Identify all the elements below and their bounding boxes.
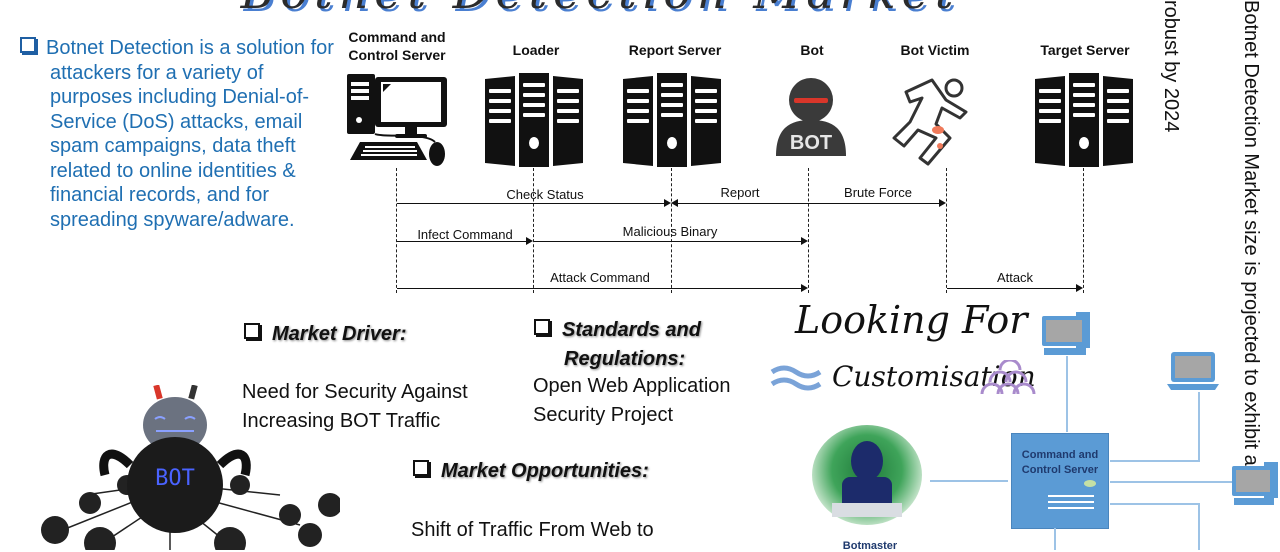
standards-line1: Open Web Application	[533, 375, 731, 397]
node-label-cc-server: Command and Control Server	[348, 29, 446, 63]
network-link-botmaster	[930, 480, 1008, 482]
flow-arrow-infect-command	[397, 237, 533, 245]
node-label-loader: Loader	[512, 42, 560, 58]
robot-bot-text: BOT	[155, 466, 195, 491]
intro-bullet: Botnet Detection is a solution for attac…	[20, 36, 340, 232]
flow-arrow-brute-force	[808, 199, 946, 207]
lifeline-bot	[808, 168, 809, 293]
lifeline-target-server	[1083, 168, 1084, 293]
node-label-bot: Bot	[800, 42, 824, 58]
server-rack-icon-report	[623, 73, 721, 167]
flow-label-report: Report	[720, 185, 760, 200]
lifeline-report-server	[671, 168, 672, 293]
network-cc-label: Command and Control Server	[1012, 448, 1108, 478]
market-driver-heading-text: Market Driver:	[272, 323, 407, 345]
network-link-right-3	[1110, 503, 1200, 505]
wave-decoration-icon	[770, 365, 822, 391]
network-desktop-icon-top	[1042, 312, 1090, 355]
side-text-line2: robust by 2024	[1160, 0, 1182, 133]
network-link-right-1v	[1198, 392, 1200, 462]
opportunities-heading-text: Market Opportunities:	[441, 460, 649, 482]
flow-label-brute-force: Brute Force	[844, 185, 912, 200]
flow-arrow-report	[671, 199, 808, 207]
scallop-decoration-icon	[980, 360, 1036, 395]
flow-label-check-status: Check Status	[506, 187, 584, 202]
checkbox-bullet-icon	[244, 323, 260, 339]
node-label-report-server: Report Server	[628, 42, 722, 58]
bot-user-icon: BOT	[772, 76, 850, 162]
desktop-computer-icon	[347, 74, 447, 166]
running-victim-icon	[892, 78, 968, 166]
server-rack-icon-loader	[485, 73, 583, 167]
drive-slot-icon	[1048, 501, 1094, 503]
market-driver-heading: Market Driver:	[244, 323, 407, 346]
flow-arrow-malicious-binary	[534, 237, 808, 245]
flow-arrow-check-status	[397, 199, 671, 207]
standards-body: Open Web Application Security Project	[533, 372, 731, 430]
network-link-bottom	[1054, 528, 1056, 550]
network-cc-server-box: Command and Control Server	[1011, 433, 1109, 529]
botmaster-image	[812, 425, 922, 525]
opportunities-line1: Shift of Traffic From Web to	[411, 519, 654, 541]
bot-badge-text: BOT	[789, 132, 833, 154]
network-desktop-icon-right	[1232, 462, 1278, 505]
server-rack-icon-target	[1035, 73, 1133, 167]
network-laptop-icon	[1167, 352, 1219, 390]
side-text-line1: Botnet Detection Market size is projecte…	[1240, 0, 1262, 466]
botmaster-label: Botmaster	[842, 540, 898, 552]
checkbox-bullet-icon	[534, 319, 550, 335]
network-link-right-2	[1110, 481, 1240, 483]
network-cc-label-line1: Command and	[1021, 449, 1099, 461]
market-driver-line1: Need for Security Against	[242, 381, 468, 403]
opportunities-heading: Market Opportunities:	[413, 460, 649, 483]
lifeline-bot-victim	[946, 168, 947, 293]
lifeline-cc-server	[396, 168, 397, 293]
drive-slot-icon	[1048, 507, 1094, 509]
market-driver-line2: Increasing BOT Traffic	[242, 410, 441, 432]
looking-for-text: Looking For	[795, 298, 1028, 342]
intro-text: Botnet Detection is a solution for attac…	[46, 37, 334, 231]
standards-heading-line2: Regulations:	[564, 348, 686, 370]
lifeline-loader	[533, 168, 534, 293]
flow-label-infect-command: Infect Command	[417, 227, 513, 242]
node-label-target-server: Target Server	[1040, 42, 1130, 58]
standards-heading-line1: Standards and	[562, 319, 701, 341]
flow-label-attack-command: Attack Command	[550, 270, 650, 285]
flow-label-attack: Attack	[996, 270, 1034, 285]
drive-slot-icon	[1048, 495, 1094, 497]
network-link-top	[1066, 356, 1068, 432]
status-led-icon	[1084, 480, 1096, 487]
standards-line2: Security Project	[533, 404, 674, 426]
standards-heading: Standards and Regulations:	[534, 316, 701, 374]
network-link-right-1	[1110, 460, 1200, 462]
checkbox-bullet-icon	[413, 460, 429, 476]
opportunities-body: Shift of Traffic From Web to	[411, 516, 654, 545]
botnet-robot-illustration: BOT	[41, 385, 340, 550]
network-link-right-3v	[1198, 503, 1200, 550]
checkbox-bullet-icon	[20, 37, 36, 53]
node-label-bot-victim: Bot Victim	[900, 42, 970, 58]
flow-label-malicious-binary: Malicious Binary	[622, 224, 718, 239]
network-cc-label-line2: Control Server	[1021, 464, 1099, 476]
flow-arrow-attack	[947, 284, 1083, 292]
flow-arrow-attack-command	[397, 284, 808, 292]
market-driver-body: Need for Security Against Increasing BOT…	[242, 378, 468, 436]
page-title: Botnet Detection Market	[190, 0, 1010, 12]
